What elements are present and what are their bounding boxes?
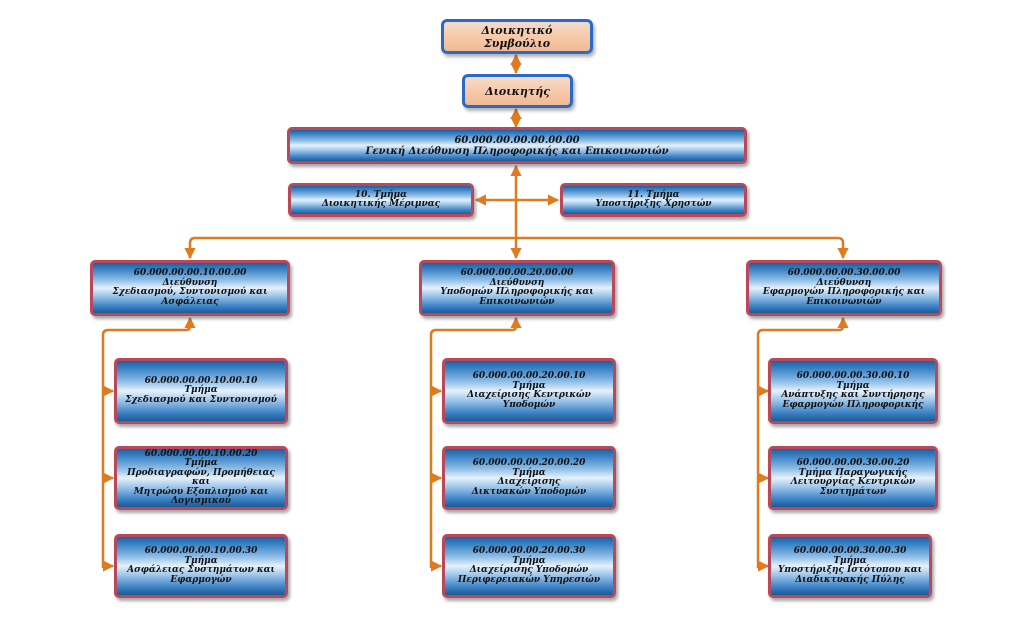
department-code: 60.000.00.00.10.00.10 [144, 375, 258, 386]
department-code: 60.000.00.00.10.00.20 [144, 448, 258, 459]
department-node-1-2: 60.000.00.00.10.00.20 Τμήμα Προδιαγραφών… [114, 446, 288, 510]
department-code: 60.000.00.00.30.00.20 [796, 458, 910, 468]
department-node-1-3: 60.000.00.00.10.00.30 Τμήμα Ασφάλειας Συ… [114, 534, 288, 598]
staff-unit-admin-node: 10. Τμήμα Διοικητικής Μέριμνας [288, 183, 474, 217]
department-line3: Εφαρμογών [170, 574, 232, 585]
directorate-code: 60.000.00.00.10.00.00 [133, 268, 247, 278]
directorate-node-1: 60.000.00.00.10.00.00 Διεύθυνση Σχεδιασμ… [90, 260, 290, 316]
department-code: 60.000.00.00.30.00.30 [793, 546, 907, 556]
directorate-node-3: 60.000.00.00.30.00.00 Διεύθυνση Εφαρμογώ… [746, 260, 942, 316]
department-line1: Τμήμα [184, 385, 218, 396]
directorate-name-line2: Επικοινωνιών [806, 296, 882, 307]
connector-dir-2-spine [429, 318, 518, 568]
manager-node: Διοικητής [462, 74, 573, 108]
directorate-name-line1: Σχεδιασμού, Συντονισμού και [112, 287, 268, 297]
board-node: Διοικητικό Συμβούλιο [441, 19, 593, 54]
department-line2: Ανάπτυξης και Συντήρησης [781, 390, 925, 400]
department-line2: Διαχείρισης Κεντρικών Υποδομών [467, 390, 591, 410]
general-directorate-name: Γενική Διεύθυνση Πληροφορικής και Επικοι… [365, 145, 669, 157]
staff-unit-admin-line1: 10. Τμήμα [354, 189, 408, 200]
staff-unit-support-line2: Υποστήριξης Χρηστών [595, 199, 712, 209]
department-code: 60.000.00.00.20.00.30 [472, 546, 586, 556]
board-title: Διοικητικό Συμβούλιο [481, 23, 553, 50]
department-line1: Τμήμα [184, 555, 218, 566]
department-line1: Τμήμα [184, 458, 218, 468]
department-line3: Εφαρμογών Πληροφορικής [782, 399, 924, 410]
department-code: 60.000.00.00.20.00.10 [472, 371, 586, 381]
connector-dir-3-spine [756, 318, 845, 568]
directorate-type: Διεύθυνση [162, 277, 218, 288]
department-node-3-3: 60.000.00.00.30.00.30 Τμήμα Υποστήριξης … [768, 534, 932, 598]
department-line2: Διαχείρισης Υποδομών [469, 565, 589, 575]
department-line2: Προδιαγραφών, Προμήθειας και [127, 467, 275, 487]
directorate-type: Διεύθυνση [816, 277, 872, 288]
manager-title: Διοικητής [485, 84, 550, 98]
directorate-type: Διεύθυνση [489, 277, 545, 288]
staff-unit-support-node: 11. Τμήμα Υποστήριξης Χρηστών [560, 183, 747, 217]
department-line3: Συστημάτων [819, 486, 887, 497]
department-code: 60.000.00.00.10.00.30 [144, 546, 258, 556]
department-line1: Τμήμα [512, 380, 546, 391]
directorate-name-line2: Ασφάλειας [161, 296, 219, 307]
department-code: 60.000.00.00.20.00.20 [472, 458, 586, 468]
department-line3: Διαδικτυακής Πύλης [795, 574, 905, 585]
department-line1: Τμήμα [512, 555, 546, 566]
department-node-2-1: 60.000.00.00.20.00.10 Τμήμα Διαχείρισης … [442, 358, 616, 424]
department-line4: Λογισμικού [171, 496, 231, 506]
department-line3: Περιφερειακών Υπηρεσιών [457, 574, 601, 585]
department-line3: Μητρώου Εξοπλισμού και [133, 486, 269, 497]
directorate-node-2: 60.000.00.00.20.00.00 Διεύθυνση Υποδομών… [419, 260, 615, 316]
department-node-3-2: 60.000.00.00.30.00.20 Τμήμα Παραγωγικής … [768, 446, 938, 510]
department-line2: Υποστήριξης Ιστότοπου και [777, 565, 923, 575]
department-line1: Τμήμα [512, 467, 546, 478]
department-line2: Ασφάλειας Συστημάτων και [127, 565, 275, 575]
department-line2: Λειτουργίας Κεντρικών [790, 477, 916, 487]
department-line2: Διαχείρισης [497, 477, 561, 487]
directorate-name-line1: Υποδομών Πληροφορικής και [440, 287, 594, 297]
department-node-3-1: 60.000.00.00.30.00.10 Τμήμα Ανάπτυξης κα… [768, 358, 938, 424]
department-node-2-3: 60.000.00.00.20.00.30 Τμήμα Διαχείρισης … [442, 534, 616, 598]
directorate-code: 60.000.00.00.20.00.00 [460, 268, 574, 278]
department-line1: Τμήμα [836, 380, 870, 391]
directorate-name-line1: Εφαρμογών Πληροφορικής και [762, 287, 926, 297]
department-line1: Τμήμα [833, 555, 867, 566]
general-directorate-code: 60.000.00.00.00.00.00 [454, 134, 580, 146]
department-code: 60.000.00.00.30.00.10 [796, 371, 910, 381]
department-line2: Σχεδιασμού και Συντονισμού [125, 394, 277, 405]
directorate-code: 60.000.00.00.30.00.00 [787, 268, 901, 278]
department-node-2-2: 60.000.00.00.20.00.20 Τμήμα Διαχείρισης … [442, 446, 616, 510]
directorate-name-line2: Επικοινωνιών [479, 296, 555, 307]
department-node-1-1: 60.000.00.00.10.00.10 Τμήμα Σχεδιασμού κ… [114, 358, 288, 424]
department-line3: Δικτυακών Υποδομών [471, 486, 587, 497]
staff-unit-admin-line2: Διοικητικής Μέριμνας [321, 199, 441, 209]
staff-unit-support-line1: 11. Τμήμα [627, 189, 680, 200]
connector-dir-1-spine [101, 318, 192, 568]
general-directorate-node: 60.000.00.00.00.00.00 Γενική Διεύθυνση Π… [287, 127, 747, 164]
department-line1: Τμήμα Παραγωγικής [798, 467, 908, 478]
